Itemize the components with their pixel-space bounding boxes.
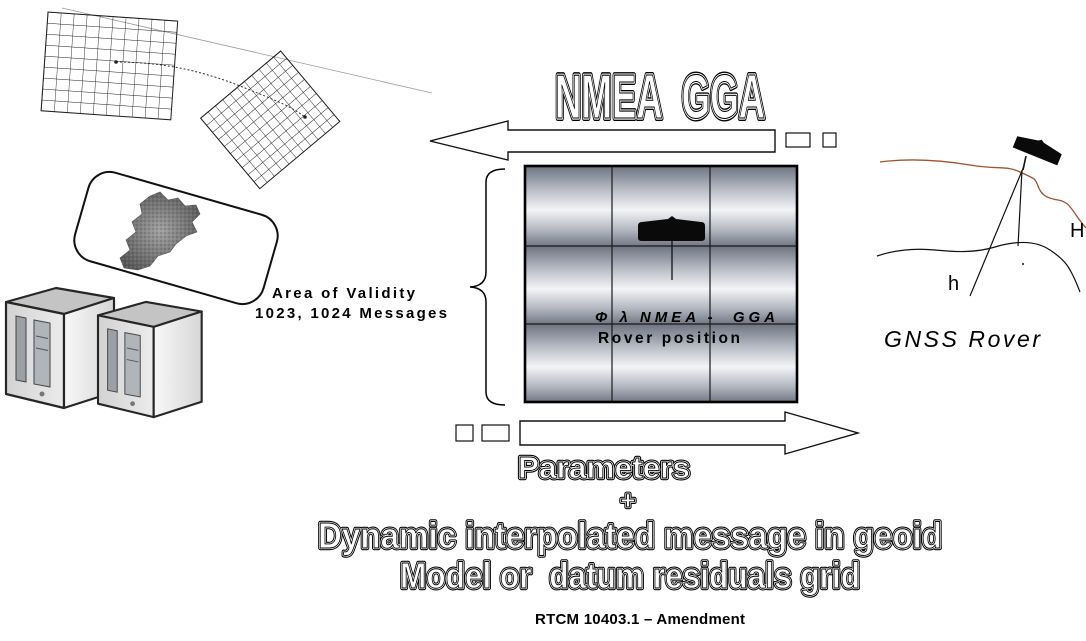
plus-sign-text: +: [620, 485, 635, 515]
grid-source-cells: [40, 11, 179, 121]
nmea-gga-title-gap: NMEA GGA: [555, 63, 765, 132]
server-drive-bay: [33, 319, 51, 388]
grid-target-point: [303, 115, 307, 119]
grid-transform-path: [115, 61, 306, 118]
parameters-label-text: Parameters: [518, 450, 690, 485]
residual-grid-source: [40, 11, 179, 121]
orthometric-height-line: [1017, 169, 1023, 247]
plus-sign-gap: +: [620, 485, 635, 515]
placeholder-box: [785, 132, 811, 148]
server-bay-line: [35, 347, 49, 351]
placeholder-box: [822, 132, 837, 148]
server-side-face: [152, 310, 203, 419]
nmea-gga-title: NMEA GGA NMEA GGA NMEA GGA: [552, 60, 768, 135]
server-drive-bay: [124, 332, 141, 398]
server-bay-line: [35, 335, 49, 339]
gnss-rover-label: GNSS Rover: [884, 326, 1041, 352]
footer-reference: RTCM 10403.1 – Amendment: [535, 611, 745, 628]
output-line-1: Dynamic interpolated message in geoid Dy…: [316, 513, 944, 558]
server-bay-line: [126, 347, 139, 351]
nmea-gga-title-text: NMEA GGA: [555, 63, 765, 132]
server-bay-line: [126, 359, 139, 363]
output-line-1-text: Dynamic interpolated message in geoid: [318, 515, 942, 556]
placeholder-box: [455, 424, 474, 442]
grid-box-border: [523, 164, 799, 404]
label-orthometric-height: H: [1070, 220, 1084, 242]
validity-area-title: Area of Validity: [272, 285, 416, 302]
download-arrow-right-icon: [519, 411, 861, 455]
server-power-button: [39, 391, 45, 397]
geoid-grid-box: [523, 164, 799, 404]
nmea-gga-title-outline: NMEA GGA: [555, 63, 765, 132]
server-drive-bay: [107, 328, 118, 393]
gnss-receiver-icon: [638, 216, 705, 241]
ground-point: [1022, 263, 1024, 265]
output-line-2-outline: Model or datum residuals grid: [400, 555, 860, 596]
upload-arrow-left-icon: [429, 120, 776, 161]
plus-sign: + + +: [618, 483, 638, 517]
parameters-label-outline: Parameters: [518, 450, 690, 485]
grid-row-2: [525, 246, 797, 324]
placeholder-box: [481, 424, 510, 442]
server-power-button: [130, 401, 135, 407]
output-line-2-text: Model or datum residuals grid: [400, 555, 860, 596]
rover-position-label: Rover position: [598, 330, 740, 347]
grid-source-point: [114, 60, 118, 64]
plus-sign-outline: +: [620, 485, 635, 515]
grid-target-cells: [199, 50, 341, 190]
gnss-rover-receiver-icon: [1012, 136, 1062, 166]
server-icon: [96, 300, 203, 419]
server-drive-bay: [15, 315, 27, 383]
terrain-surface-line: [879, 159, 1086, 229]
output-line-2-gap: Model or datum residuals grid: [400, 555, 860, 596]
output-line-1-gap: Dynamic interpolated message in geoid: [318, 515, 942, 556]
validity-area-messages: 1023, 1024 Messages: [255, 305, 447, 322]
label-ellipsoidal-height: h: [948, 273, 959, 295]
geoid-ground-line: [876, 241, 1081, 293]
terrain-map-texture: [120, 192, 200, 270]
output-line-1-outline: Dynamic interpolated message in geoid: [318, 515, 942, 556]
parameters-label: Parameters Parameters Parameters: [516, 448, 692, 487]
residual-grid-target: [199, 50, 341, 190]
ellipsoidal-height-line: [969, 165, 1025, 297]
grid-row-3: [525, 324, 797, 402]
parameters-label-gap: Parameters: [518, 450, 690, 485]
output-line-2: Model or datum residuals grid Model or d…: [398, 553, 862, 598]
grid-brace: [469, 168, 506, 406]
rover-coordinates-label: Φ λ NMEA - GGA: [595, 309, 775, 326]
rover-antenna-mount: [1022, 155, 1027, 171]
